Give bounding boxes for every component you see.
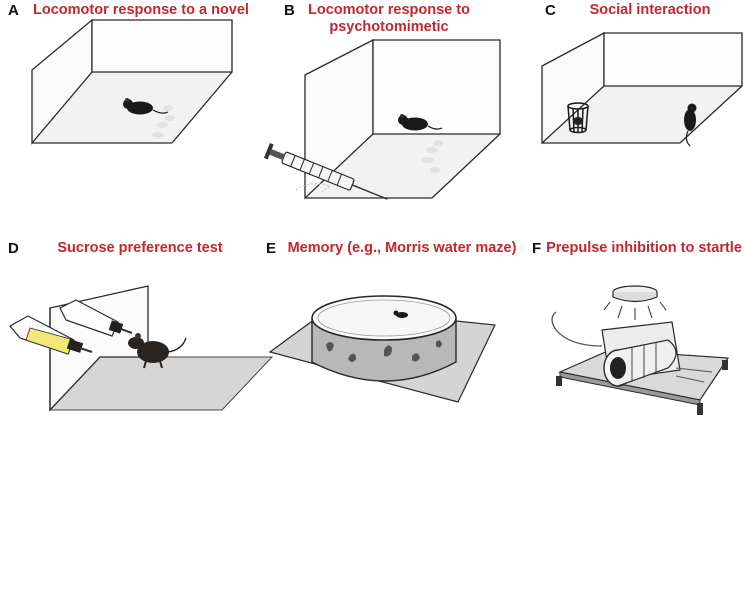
panel-title-c-line1: Social interaction <box>589 2 711 18</box>
panel-title-b-line1: Locomotor response to <box>308 2 470 18</box>
speaker-icon <box>612 285 658 303</box>
footprints-b <box>422 140 443 173</box>
caged-mouse <box>573 117 583 125</box>
footprints-a <box>152 105 175 138</box>
syringe-icon <box>263 143 388 200</box>
panel-title-e-line1: Memory (e.g., Morris water maze) <box>287 240 517 256</box>
restraint-tube-icon <box>603 339 677 387</box>
water-bottle-icon <box>59 299 133 337</box>
panel-letter-b: B <box>284 2 295 19</box>
panel-letter-c: C <box>545 2 556 19</box>
panel-letter-a: A <box>8 2 19 19</box>
panel-title-f-line1: Prepulse inhibition to startle <box>546 240 742 256</box>
mouse-a <box>123 98 169 115</box>
panel-letter-d: D <box>8 240 19 257</box>
panel-title-b: Locomotor response to psychotomimetic <box>296 2 482 36</box>
sucrose-bottle-icon <box>9 315 93 355</box>
mouse-d <box>128 333 187 369</box>
panel-letter-f: F <box>532 240 542 257</box>
panel-title-e: Memory (e.g., Morris water maze) <box>286 240 518 257</box>
panel-title-a-line1: Locomotor response to a novel <box>33 2 249 18</box>
panel-title-d: Sucrose preference test <box>40 240 240 257</box>
panel-title-f: Prepulse inhibition to startle <box>546 240 742 257</box>
panel-letter-e: E <box>266 240 277 257</box>
panel-title-c: Social interaction <box>570 2 730 19</box>
mouse-c <box>684 103 697 147</box>
panel-title-d-line1: Sucrose preference test <box>57 240 223 256</box>
water-pool-icon <box>311 295 457 382</box>
mouse-b <box>398 114 443 131</box>
sensor-cable <box>551 311 603 347</box>
panel-title-b-line2: psychotomimetic <box>329 19 449 35</box>
mouse-e <box>393 310 408 318</box>
sound-lines <box>603 301 667 320</box>
